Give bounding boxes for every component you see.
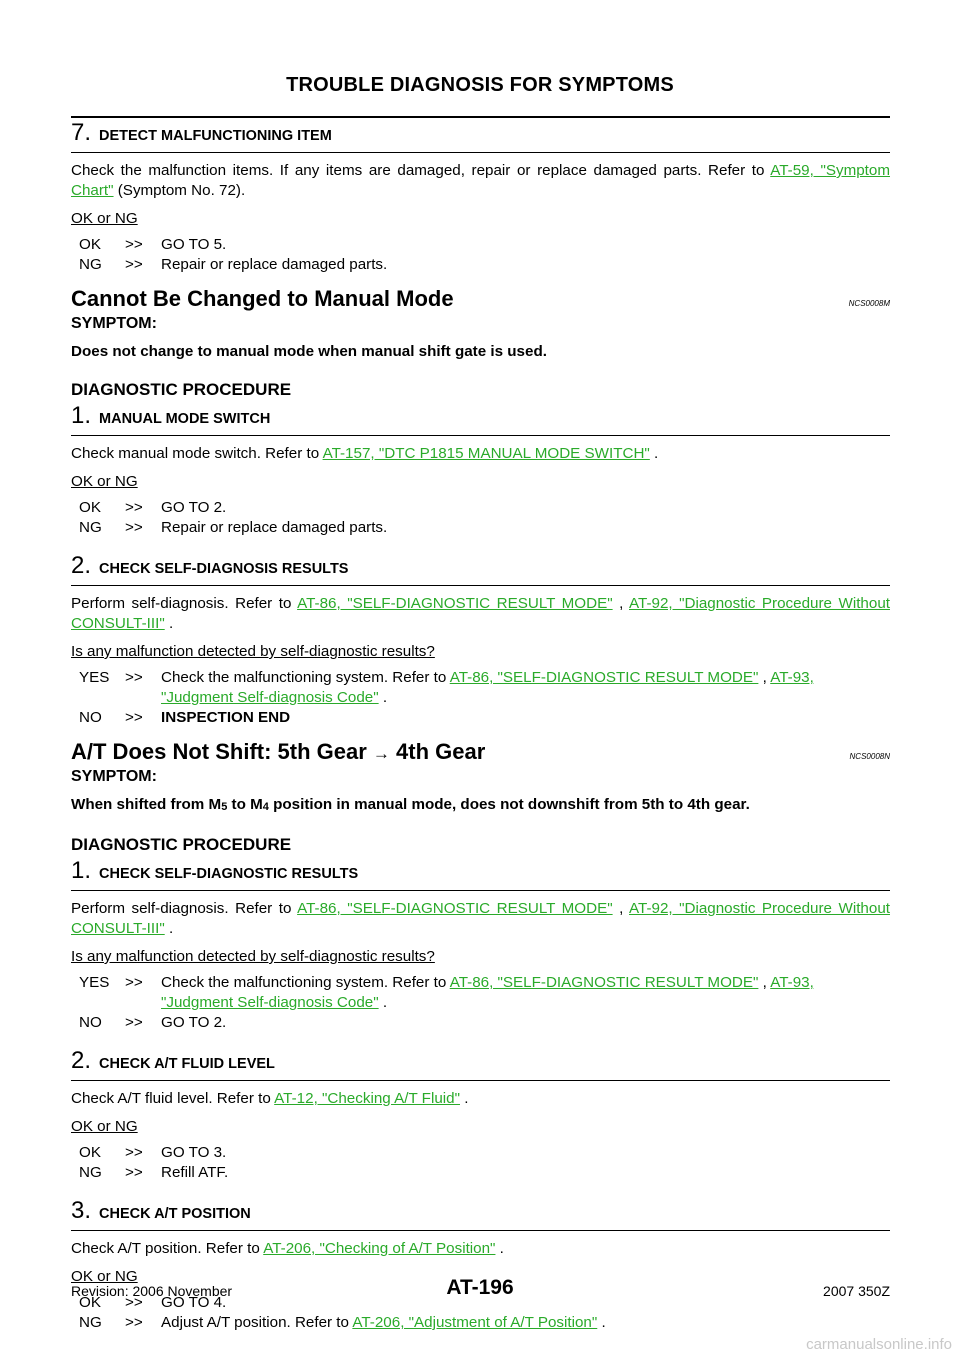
step-number: 7. [71, 119, 92, 146]
step-number: 1. [71, 857, 92, 884]
step-title: CHECK A/T FLUID LEVEL [99, 1056, 275, 1072]
footer-model: 2007 350Z [823, 1283, 890, 1299]
ref-link[interactable]: AT-92, "Diagnostic Procedure Without CON… [71, 900, 890, 937]
ref-link[interactable]: AT-157, "DTC P1815 MANUAL MODE SWITCH" [322, 445, 650, 462]
footer-revision: Revision: 2006 November [71, 1283, 233, 1299]
content: 7. DETECT MALFUNCTIONING ITEM Check the … [71, 116, 890, 1333]
result-ng: NG>>Refill ATF. [79, 1164, 229, 1181]
result-ok: OK>>GO TO 2. [79, 499, 227, 516]
result-no: NO>>GO TO 2. [79, 1014, 227, 1031]
ok-ng-label: OK or NG [71, 473, 138, 490]
step-title: MANUAL MODE SWITCH [99, 411, 271, 427]
ref-link[interactable]: AT-12, "Checking A/T Fluid" [274, 1090, 460, 1107]
step-number: 1. [71, 402, 92, 429]
step-text: Check the malfunction items. If any item… [71, 162, 890, 199]
symptom-text: When shifted from M5 to M4 position in m… [71, 796, 750, 813]
ok-ng-label: OK or NG [71, 1118, 138, 1135]
step-header: 2. CHECK SELF-DIAGNOSIS RESULTS [71, 552, 890, 586]
result-list: OK>>GO TO 3. NG>>Refill ATF. [79, 1143, 890, 1183]
ok-ng-label: OK or NG [71, 210, 138, 227]
result-ng: NG>>Repair or replace damaged parts. [79, 519, 388, 536]
result-list: OK>>GO TO 2. NG>>Repair or replace damag… [79, 498, 890, 538]
result-list: OK>>GO TO 5. NG>>Repair or replace damag… [79, 235, 890, 275]
step-text: Check A/T fluid level. Refer to AT-12, "… [71, 1090, 469, 1107]
symptom-label: SYMPTOM: [71, 315, 157, 332]
section-code: NCS0008M [848, 299, 890, 308]
step-header: 7. DETECT MALFUNCTIONING ITEM [71, 116, 890, 153]
step-header: 3. CHECK A/T POSITION [71, 1197, 890, 1231]
result-list: YES>>Check the malfunctioning system. Re… [79, 973, 890, 1033]
result-ok: OK>>GO TO 5. [79, 236, 227, 253]
section-header: A/T Does Not Shift: 5th Gear → 4th Gear … [71, 739, 890, 767]
question-label: Is any malfunction detected by self-diag… [71, 643, 435, 660]
diagnostic-procedure-heading: DIAGNOSTIC PROCEDURE [71, 380, 292, 399]
section-title: A/T Does Not Shift: 5th Gear → 4th Gear [71, 739, 486, 764]
ref-link[interactable]: AT-86, "SELF-DIAGNOSTIC RESULT MODE" [449, 669, 759, 686]
step-title: CHECK A/T POSITION [99, 1206, 251, 1222]
step-header: 1. MANUAL MODE SWITCH [71, 402, 890, 436]
step-header: 1. CHECK SELF-DIAGNOSTIC RESULTS [71, 857, 890, 891]
ref-link[interactable]: AT-93, "Judgment Self-diagnosis Code" [161, 669, 814, 706]
section-title: Cannot Be Changed to Manual Mode [71, 286, 454, 311]
ref-link[interactable]: AT-92, "Diagnostic Procedure Without CON… [71, 595, 890, 632]
step-header: 2. CHECK A/T FLUID LEVEL [71, 1047, 890, 1081]
section-code: NCS0008N [849, 752, 890, 761]
question-label: Is any malfunction detected by self-diag… [71, 948, 435, 965]
section-header: Cannot Be Changed to Manual Mode NCS0008… [71, 286, 890, 314]
result-ok: OK>>GO TO 3. [79, 1144, 227, 1161]
result-list: YES>>Check the malfunctioning system. Re… [79, 668, 890, 728]
step-text: Check manual mode switch. Refer to AT-15… [71, 445, 659, 462]
ref-link[interactable]: AT-206, "Checking of A/T Position" [263, 1240, 496, 1257]
step-number: 2. [71, 552, 92, 579]
step-text: Check A/T position. Refer to AT-206, "Ch… [71, 1240, 504, 1257]
result-yes: YES>>Check the malfunctioning system. Re… [79, 974, 814, 1011]
watermark: carmanualsonline.info [806, 1336, 952, 1353]
ref-link[interactable]: AT-86, "SELF-DIAGNOSTIC RESULT MODE" [297, 900, 613, 917]
diagnostic-procedure-heading: DIAGNOSTIC PROCEDURE [71, 835, 292, 854]
step-text: Perform self-diagnosis. Refer to AT-86, … [71, 900, 890, 937]
ok-ng-label: OK or NG [71, 1268, 138, 1285]
step-title: DETECT MALFUNCTIONING ITEM [99, 128, 332, 144]
step-text: Perform self-diagnosis. Refer to AT-86, … [71, 595, 890, 632]
ref-link[interactable]: AT-86, "SELF-DIAGNOSTIC RESULT MODE" [449, 974, 759, 991]
step-title: CHECK SELF-DIAGNOSTIC RESULTS [99, 866, 359, 882]
result-ng: NG>>Adjust A/T position. Refer to AT-206… [79, 1314, 606, 1331]
step-title: CHECK SELF-DIAGNOSIS RESULTS [99, 561, 349, 577]
ref-link[interactable]: AT-206, "Adjustment of A/T Position" [352, 1314, 598, 1331]
result-ng: NG>>Repair or replace damaged parts. [79, 256, 388, 273]
ref-link[interactable]: AT-59, "Symptom Chart" [71, 162, 890, 199]
result-no: NO>>INSPECTION END [79, 709, 291, 726]
ref-link[interactable]: AT-93, "Judgment Self-diagnosis Code" [161, 974, 814, 1011]
symptom-text: Does not change to manual mode when manu… [71, 343, 547, 360]
result-list: OK>>GO TO 4. NG>>Adjust A/T position. Re… [79, 1293, 890, 1333]
result-ok: OK>>GO TO 4. [79, 1294, 227, 1311]
step-number: 3. [71, 1197, 92, 1224]
ref-link[interactable]: AT-86, "SELF-DIAGNOSTIC RESULT MODE" [297, 595, 613, 612]
page-number: AT-196 [446, 1276, 514, 1299]
step-number: 2. [71, 1047, 92, 1074]
page-title: TROUBLE DIAGNOSIS FOR SYMPTOMS [286, 74, 674, 96]
result-yes: YES>>Check the malfunctioning system. Re… [79, 669, 814, 706]
symptom-label: SYMPTOM: [71, 768, 157, 785]
